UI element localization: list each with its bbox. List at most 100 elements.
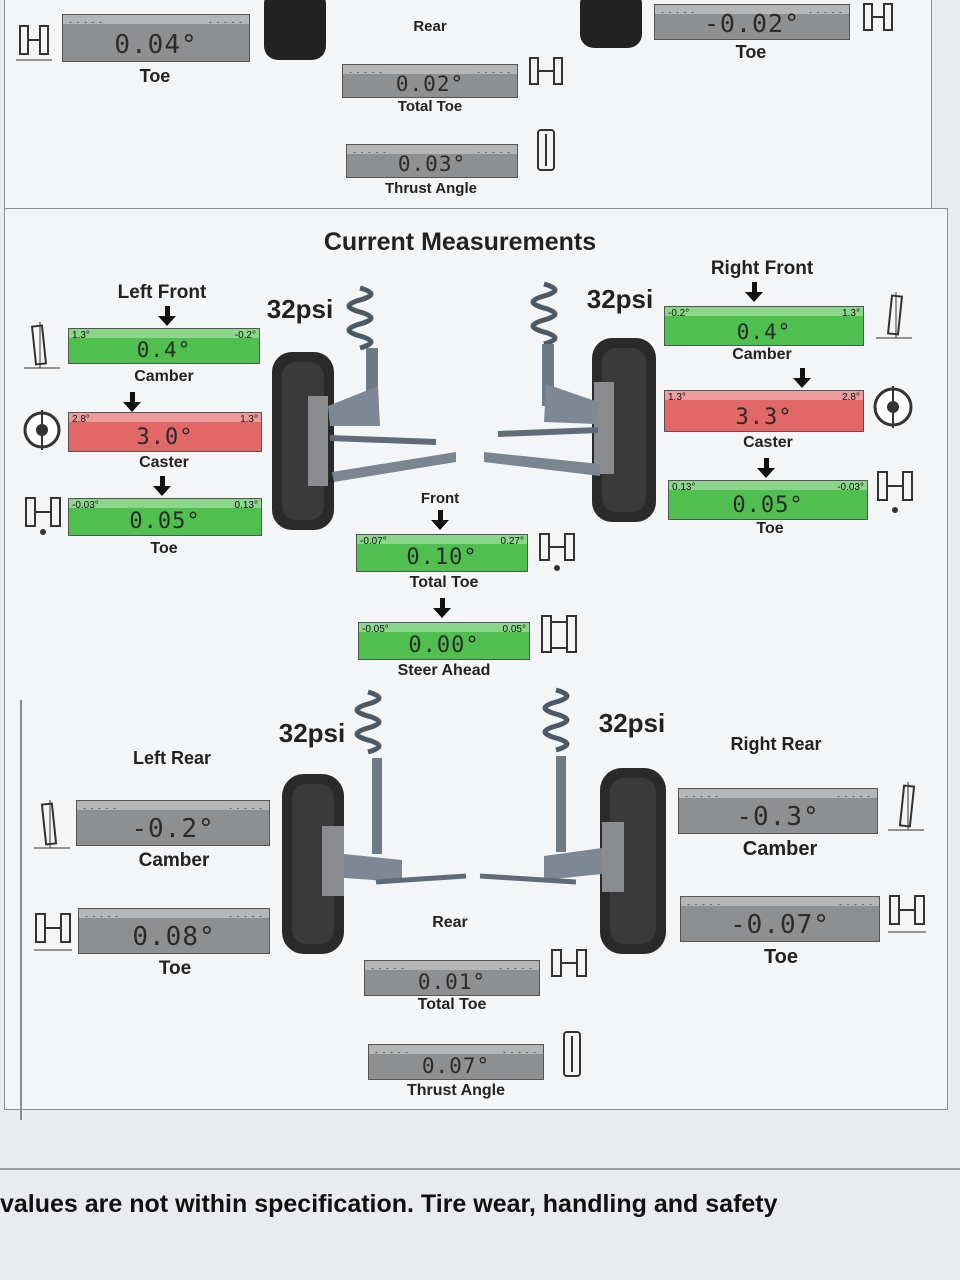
toe-wheel-icon: [856, 0, 900, 45]
camber-wheel-icon: [872, 292, 916, 347]
top-left-toe-gauge: - - - - -- - - - - 0.04°: [62, 14, 250, 62]
right-front-camber-max: 1.3°: [842, 308, 860, 319]
steer-ahead-icon: [536, 610, 582, 665]
right-front-camber-gauge: -0.2° 1.3° 0.4°: [664, 306, 864, 346]
caster-wheel-icon: [20, 408, 64, 457]
camber-wheel-icon: [30, 800, 74, 857]
top-left-toe-value: 0.04°: [114, 30, 198, 60]
rear-label: Rear: [432, 914, 468, 931]
right-rear-camber-label: Camber: [742, 838, 818, 860]
right-front-caster-label: Caster: [743, 434, 793, 451]
left-front-toe-min: -0.03°: [72, 500, 99, 511]
front-total-toe-value: 0.10°: [406, 545, 478, 570]
left-front-caster-gauge: 2.8° 1.3° 3.0°: [68, 412, 262, 452]
top-total-toe-value: 0.02°: [395, 72, 465, 96]
steer-ahead-label: Steer Ahead: [397, 662, 491, 679]
front-total-toe-label: Total Toe: [409, 574, 479, 591]
right-rear-camber-value: -0.3°: [736, 802, 820, 832]
total-toe-icon: [546, 944, 592, 995]
footer-divider: [0, 1168, 960, 1170]
top-right-toe-label: Toe: [735, 42, 767, 62]
rear-suspension-illustration: [280, 686, 670, 963]
thrust-angle-icon: [560, 1030, 584, 1085]
camber-wheel-icon: [20, 322, 64, 377]
left-rear-toe-label: Toe: [158, 958, 192, 979]
rear-thrust-angle-value: 0.07°: [421, 1054, 491, 1078]
rear-total-toe-gauge: - - - - -- - - - - 0.01°: [364, 960, 540, 996]
toe-wheel-icon: [12, 18, 56, 71]
right-rear-toe-gauge: - - - - -- - - - - -0.07°: [680, 896, 880, 942]
right-front-caster-min: 1.3°: [668, 392, 686, 403]
steer-ahead-min: -0.05°: [362, 624, 389, 635]
camber-wheel-icon: [884, 782, 928, 839]
right-front-caster-value: 3.3°: [735, 405, 793, 430]
left-front-camber-label: Camber: [134, 368, 194, 385]
steer-ahead-gauge: -0.05° 0.05° 0.00°: [358, 622, 530, 660]
right-rear-heading: Right Rear: [730, 734, 822, 754]
rear-total-toe-label: Total Toe: [417, 996, 487, 1013]
right-front-toe-gauge: 0.13° -0.03° 0.05°: [668, 480, 868, 520]
footer-text: values are not within specification. Tir…: [0, 1190, 778, 1218]
front-total-toe-max: 0.27°: [500, 536, 524, 547]
right-front-toe-min: 0.13°: [672, 482, 696, 493]
left-front-camber-gauge: 1.3° -0.2° 0.4°: [68, 328, 260, 364]
right-rear-camber-gauge: - - - - -- - - - - -0.3°: [678, 788, 878, 834]
right-front-caster-gauge: 1.3° 2.8° 3.3°: [664, 390, 864, 432]
right-front-pressure: 32psi: [586, 284, 654, 314]
top-right-toe-value: -0.02°: [703, 9, 801, 38]
left-front-toe-label: Toe: [150, 540, 178, 557]
top-right-toe-gauge: - - - - -- - - - - -0.02°: [654, 4, 850, 40]
top-right-tire: [580, 0, 642, 48]
top-thrust-angle-value: 0.03°: [397, 152, 467, 176]
right-front-camber-label: Camber: [732, 346, 792, 363]
left-rear-toe-value: 0.08°: [132, 922, 216, 952]
top-left-toe-label: Toe: [139, 66, 171, 86]
top-thrust-angle-gauge: - - - - -- - - - - 0.03°: [346, 144, 518, 178]
toe-wheel-icon: [30, 908, 76, 961]
left-front-caster-label: Caster: [139, 454, 189, 471]
left-rear-camber-value: -0.2°: [131, 814, 215, 844]
top-left-tire: [264, 0, 326, 60]
right-front-toe-max: -0.03°: [837, 482, 864, 493]
top-thrust-angle-label: Thrust Angle: [385, 180, 477, 197]
total-toe-icon: [534, 528, 580, 579]
right-front-caster-max: 2.8°: [842, 392, 860, 403]
rear-total-toe-value: 0.01°: [417, 970, 487, 994]
left-rear-toe-gauge: - - - - -- - - - - 0.08°: [78, 908, 270, 954]
front-total-toe-gauge: -0.07° 0.27° 0.10°: [356, 534, 528, 572]
left-front-pressure: 32psi: [266, 294, 334, 324]
left-rear-pressure: 32psi: [278, 718, 346, 748]
toe-wheel-icon: [20, 492, 66, 543]
top-total-toe-label: Total Toe: [397, 98, 463, 115]
left-rear-camber-gauge: - - - - -- - - - - -0.2°: [76, 800, 270, 846]
total-toe-icon: [524, 52, 568, 101]
left-front-camber-value: 0.4°: [136, 338, 192, 362]
right-front-heading: Right Front: [710, 258, 814, 279]
toe-wheel-icon: [872, 466, 918, 521]
right-front-camber-min: -0.2°: [668, 308, 690, 319]
front-total-toe-min: -0.07°: [360, 536, 387, 547]
steer-ahead-value: 0.00°: [408, 633, 480, 658]
left-rear-camber-label: Camber: [138, 850, 210, 871]
left-front-caster-max: 1.3°: [240, 414, 258, 425]
rear-thrust-angle-label: Thrust Angle: [406, 1082, 506, 1099]
right-rear-pressure: 32psi: [598, 708, 666, 738]
right-front-toe-label: Toe: [756, 520, 784, 537]
caster-wheel-icon: [870, 384, 916, 435]
front-right-suspension-illustration: [480, 274, 670, 531]
right-rear-toe-value: -0.07°: [730, 910, 830, 940]
thrust-angle-icon: [534, 128, 558, 177]
left-rear-heading: Left Rear: [132, 748, 212, 768]
front-label: Front: [420, 490, 460, 507]
left-front-camber-min: 1.3°: [72, 330, 90, 341]
left-front-caster-value: 3.0°: [136, 425, 194, 450]
top-total-toe-gauge: - - - - -- - - - - 0.02°: [342, 64, 518, 98]
front-left-suspension-illustration: [268, 276, 468, 541]
left-front-heading: Left Front: [117, 282, 207, 303]
lower-panel-edge: [20, 700, 22, 1120]
left-front-toe-value: 0.05°: [129, 509, 201, 534]
toe-wheel-icon: [884, 890, 930, 943]
top-rear-label: Rear: [413, 18, 447, 35]
current-title: Current Measurements: [323, 228, 597, 256]
right-rear-toe-label: Toe: [763, 946, 799, 968]
